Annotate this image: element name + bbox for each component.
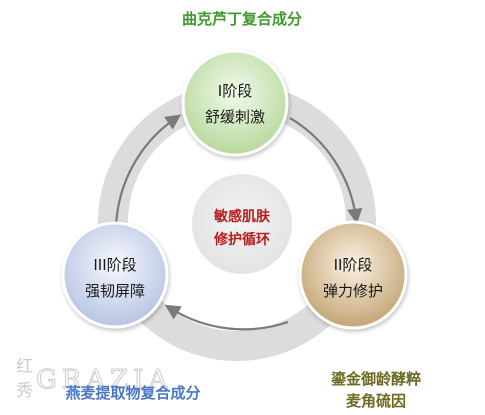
stage-2-name: II阶段 [334,256,373,274]
diagram-title: 曲克芦丁复合成分 [182,10,302,28]
stage-1-name: I阶段 [218,82,252,100]
stage-3-node: III阶段 强韧屏障 [61,221,169,329]
watermark-en: GRAZIA [36,365,172,395]
stage-3-name: III阶段 [93,256,136,274]
stage-3-circle [61,221,169,329]
stage-1-node: I阶段 舒缓刺激 [181,49,289,157]
center-circle [192,174,292,274]
bottom-left-caption: 燕麦提取物复合成分 [65,384,200,402]
stage-2-desc: 弹力修护 [323,282,383,300]
center-label-line2: 修护循环 [213,231,270,248]
stage-1-desc: 舒缓刺激 [205,108,265,126]
grazia-watermark: 红 秀 GRAZIA [16,357,172,401]
right-caption-line1: 鎏金御龄酵粹 [331,370,421,388]
stage-1-circle [181,49,289,157]
stage-2-circle [298,220,408,330]
watermark-cn-1: 红 [16,357,33,377]
cycle-arrow-2-to-3 [164,304,289,331]
stage-2-node: II阶段 弹力修护 [298,220,408,330]
watermark-cn-2: 秀 [16,381,33,401]
center-label-line1: 敏感肌肤 [213,208,271,225]
stage-3-desc: 强韧屏障 [85,282,145,300]
cycle-arrow-3-to-1 [114,114,182,233]
right-caption-line2: 麦角硫因 [346,392,406,410]
cycle-arrow-1-to-2 [289,117,363,225]
